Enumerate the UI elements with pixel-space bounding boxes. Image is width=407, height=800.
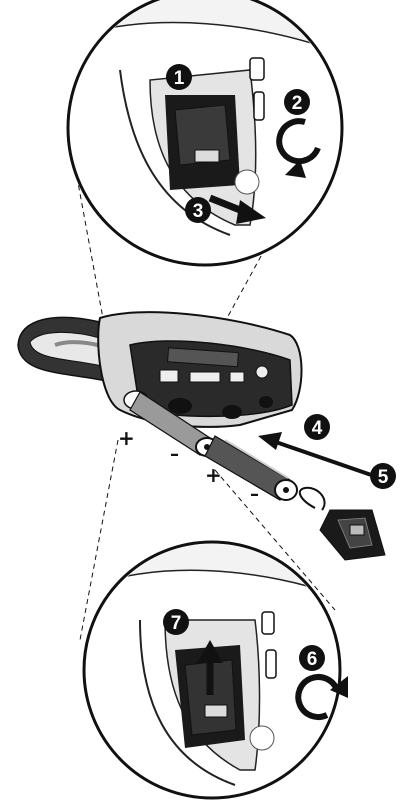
step-7-number: 7 bbox=[171, 613, 182, 634]
step-4-badge: 4 bbox=[304, 414, 330, 440]
step-5-number: 5 bbox=[378, 467, 389, 488]
rotate-cw-icon bbox=[295, 674, 348, 720]
pull-arrow-icon bbox=[208, 194, 266, 224]
up-arrow-icon bbox=[197, 640, 223, 695]
step-2-number: 2 bbox=[292, 93, 303, 114]
top-detail-circle: 1 2 3 bbox=[66, 0, 344, 267]
minus-mark-2: – bbox=[250, 484, 259, 505]
step-5-badge: 5 bbox=[370, 463, 396, 489]
step-3-badge: 3 bbox=[185, 197, 211, 223]
step-3-number: 3 bbox=[193, 201, 204, 222]
rotate-ccw-icon bbox=[276, 118, 321, 178]
step-6-number: 6 bbox=[307, 649, 318, 670]
plus-mark-1: + bbox=[118, 426, 135, 450]
battery-2 bbox=[204, 435, 298, 501]
step-1-number: 1 bbox=[174, 68, 185, 89]
step-6-badge: 6 bbox=[299, 645, 325, 671]
bottom-detail-circle: 7 6 bbox=[82, 540, 348, 800]
polarity-marks: + – + – bbox=[118, 426, 259, 505]
step-2-badge: 2 bbox=[284, 89, 310, 115]
battery-cover bbox=[298, 486, 386, 561]
step-7-badge: 7 bbox=[163, 609, 189, 635]
plus-mark-2: + bbox=[205, 463, 222, 487]
step-1-badge: 1 bbox=[166, 64, 192, 90]
minus-mark-1: – bbox=[170, 444, 179, 465]
step-4-number: 4 bbox=[312, 418, 323, 439]
insert-arrow-icon bbox=[258, 432, 381, 480]
